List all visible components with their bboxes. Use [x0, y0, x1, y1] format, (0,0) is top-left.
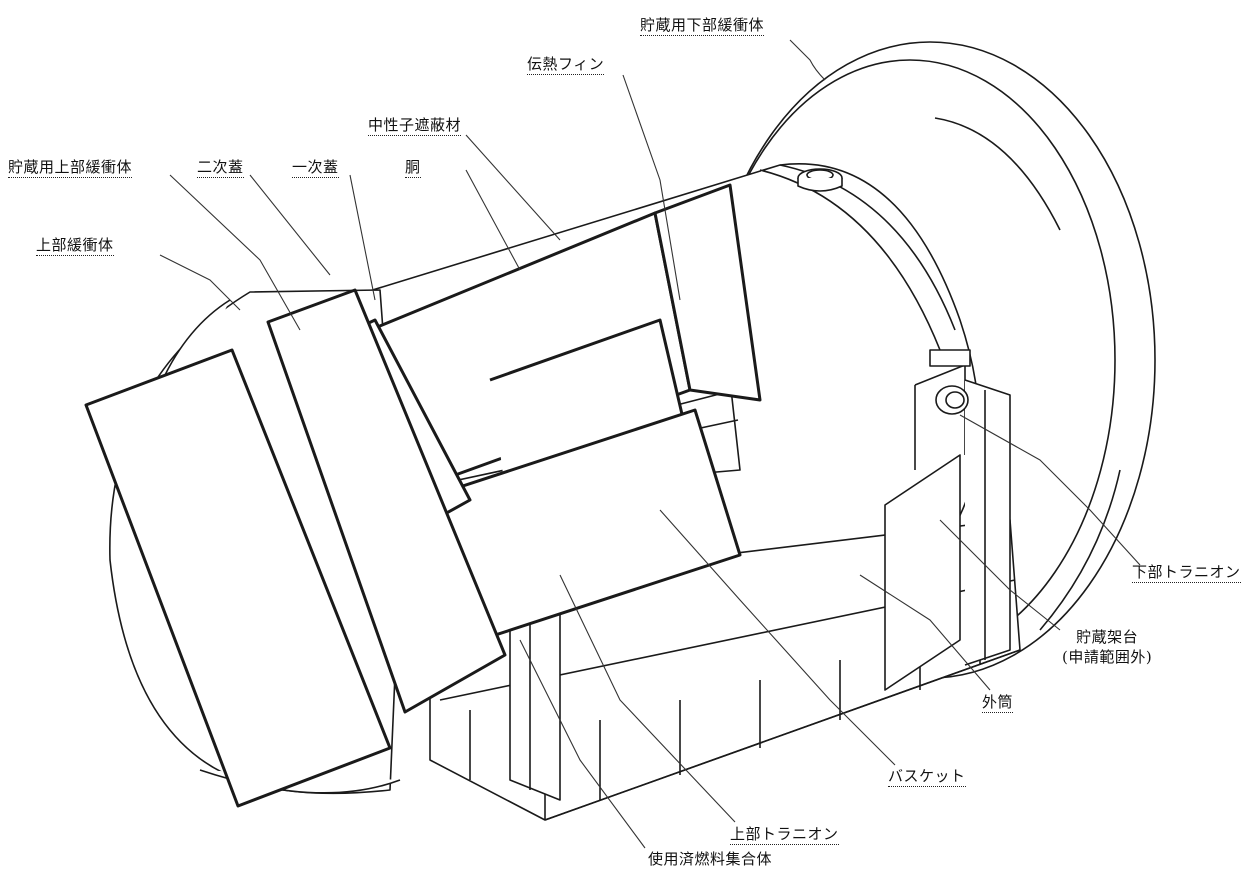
storage-upper-shock-absorber-shape	[84, 348, 392, 808]
label-outer-shell: 外筒	[982, 693, 1014, 713]
label-storage-lower-shock-absorber: 貯蔵用下部緩衝体	[640, 16, 765, 36]
label-heat-transfer-fin: 伝熱フィン	[527, 55, 605, 75]
label-lower-trunnion: 下部トラニオン	[1132, 563, 1241, 583]
secondary-lid-shape	[266, 288, 507, 714]
label-storage-stand: 貯蔵架台 (申請範囲外)	[1062, 627, 1152, 667]
label-spent-fuel-assembly: 使用済燃料集合体	[648, 850, 773, 868]
label-upper-shock-absorber: 上部緩衝体	[36, 236, 114, 256]
label-storage-upper-shock-absorber: 貯蔵用上部緩衝体	[8, 158, 133, 178]
neutron-shield-panels	[368, 183, 762, 642]
storage-stand-shape	[429, 364, 1021, 821]
label-storage-stand-main: 貯蔵架台	[1076, 628, 1139, 646]
label-secondary-lid: 二次蓋	[197, 158, 244, 178]
label-upper-trunnion: 上部トラニオン	[730, 825, 839, 845]
label-body: 胴	[405, 158, 421, 178]
label-neutron-shield: 中性子遮蔽材	[368, 116, 462, 136]
label-storage-stand-note: (申請範囲外)	[1062, 648, 1153, 666]
leader-lines	[159, 39, 1141, 849]
label-primary-lid: 一次蓋	[292, 158, 339, 178]
lower-trunnion-shape	[929, 349, 971, 415]
label-basket: バスケット	[888, 767, 966, 787]
